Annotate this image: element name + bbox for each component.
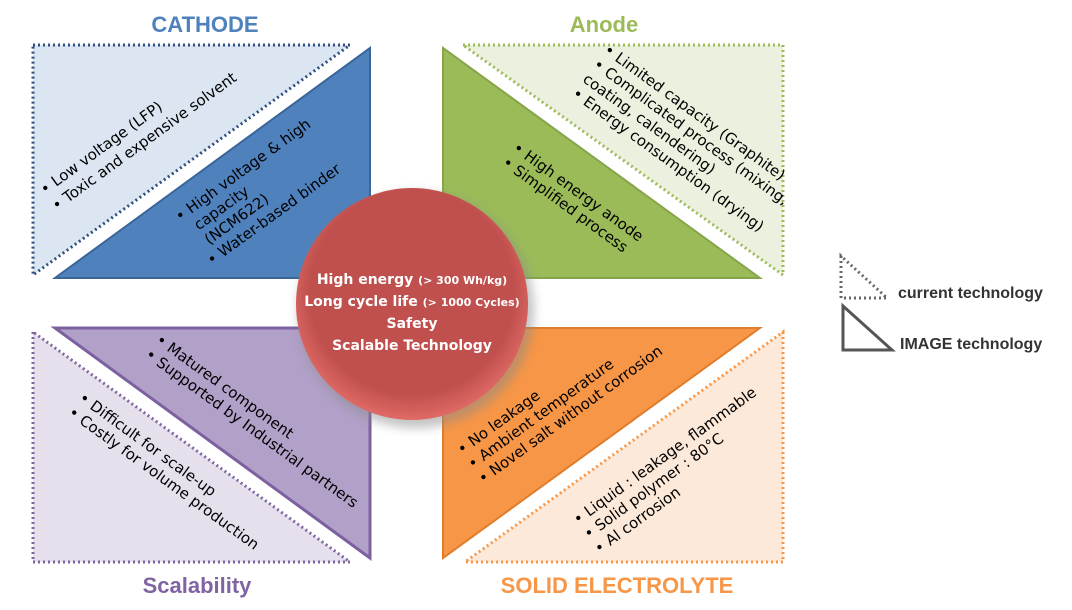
electrolyte-image-triangle bbox=[442, 327, 764, 560]
cathode-image-triangle bbox=[51, 46, 371, 279]
legend-image-icon bbox=[841, 302, 896, 352]
scalability-image-triangle bbox=[50, 326, 372, 561]
electrolyte-current-triangle bbox=[460, 329, 785, 564]
scalability-title: Scalability bbox=[143, 573, 253, 598]
goal-cycle-life: Long cycle life (> 1000 Cycles) bbox=[304, 294, 519, 310]
cathode-current-triangle bbox=[31, 43, 355, 278]
anode-image-triangle bbox=[442, 46, 764, 279]
anode-title: Anode bbox=[570, 12, 638, 37]
cathode-title: CATHODE bbox=[151, 12, 258, 37]
center-circle bbox=[296, 188, 528, 420]
solid-electrolyte-title: SOLID ELECTROLYTE bbox=[501, 573, 734, 598]
goal-safety: Safety bbox=[387, 316, 438, 332]
legend-current-icon bbox=[839, 252, 891, 300]
legend-current-label: current technology bbox=[898, 285, 1043, 302]
anode-current-triangle bbox=[458, 43, 785, 278]
goal-high-energy: High energy (> 300 Wh/kg) bbox=[317, 272, 507, 288]
legend-image-label: IMAGE technology bbox=[900, 336, 1042, 353]
scalability-current-triangle bbox=[31, 329, 355, 564]
goal-scalable: Scalable Technology bbox=[332, 338, 492, 354]
